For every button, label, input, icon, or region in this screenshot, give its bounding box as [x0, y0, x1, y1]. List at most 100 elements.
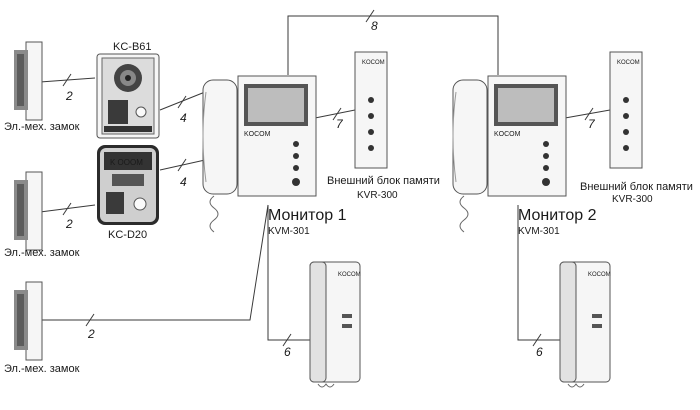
wire-numbers: 2 2 2 4 4 7 7 8 6 6	[65, 19, 596, 359]
wire-lock3-monitor	[40, 204, 269, 321]
handset-receiver	[559, 261, 577, 383]
memory-2-title: Внешний блок памяти	[580, 181, 693, 193]
handset-receiver	[309, 261, 327, 383]
wire-tick	[62, 73, 72, 87]
wire-number-lock3: 2	[87, 327, 95, 341]
panel-base	[104, 126, 152, 132]
handset-brand: KOCOM	[588, 272, 611, 278]
wire-tick	[584, 107, 594, 121]
wire-number-panelbottom: 4	[180, 175, 187, 189]
lock-2	[14, 171, 43, 251]
wire-tick	[282, 333, 292, 347]
button-icon	[368, 97, 374, 103]
handset-brand: KOCOM	[338, 272, 361, 278]
monitor-1-name: Монитор 1	[268, 207, 347, 224]
button-icon	[368, 129, 374, 135]
monitor-brand: KOCOM	[244, 131, 271, 138]
lock-plate	[25, 171, 43, 251]
cord-icon	[317, 383, 335, 388]
wire-tick	[62, 202, 72, 216]
monitor-2: KOCOM	[452, 75, 567, 233]
memory-1-model: KVR-300	[357, 190, 398, 201]
wire-number-paneltop: 4	[180, 111, 187, 125]
lock-plate	[25, 41, 43, 121]
lock-3	[14, 281, 43, 361]
wire-number-handset2: 6	[536, 345, 543, 359]
memory-unit-2: KOCOM	[609, 51, 643, 169]
cord-icon	[459, 195, 469, 233]
memory-brand: KOCOM	[362, 60, 385, 66]
monitor-1-model: KVM-301	[268, 226, 310, 237]
call-button	[135, 106, 147, 118]
button-icon	[543, 153, 549, 159]
lock-plate	[25, 281, 43, 361]
camera-strip	[104, 152, 152, 170]
wire-tick	[177, 95, 187, 109]
monitor-1: KOCOM	[202, 75, 317, 233]
button-icon	[293, 153, 299, 159]
wires	[39, 9, 611, 347]
lock-bolt	[17, 294, 24, 346]
lock-label: Эл.-мех. замок	[4, 363, 80, 375]
button-icon	[623, 145, 629, 151]
monitor-screen-inner	[498, 88, 554, 122]
handset-2: KOCOM	[559, 261, 611, 388]
lock-1	[14, 41, 43, 121]
cord-icon	[567, 383, 585, 388]
lock-bolt	[17, 184, 24, 236]
wire-number-lock2: 2	[65, 217, 73, 231]
wire-monitor1-handset	[267, 205, 310, 341]
button-icon	[368, 113, 374, 119]
panel-bottom-model: KC-D20	[108, 229, 147, 241]
wire-monitor2-memory	[564, 109, 611, 119]
wire-monitor1-memory	[314, 109, 356, 119]
button-icon	[342, 314, 352, 318]
wire-number-lock1: 2	[65, 89, 73, 103]
wire-tick	[85, 313, 95, 327]
lock-label: Эл.-мех. замок	[4, 247, 80, 259]
handset-edge	[452, 91, 457, 183]
panel-top-model: KC-B61	[113, 41, 152, 53]
handset-edge	[202, 91, 207, 183]
wire-monitor2-handset	[517, 205, 560, 341]
speaker-icon	[106, 192, 124, 214]
button-icon	[293, 165, 299, 171]
cord-icon	[209, 195, 219, 233]
button-icon	[368, 145, 374, 151]
monitor-2-model: KVM-301	[518, 226, 560, 237]
button-icon	[592, 324, 602, 328]
button-icon	[342, 324, 352, 328]
button-icon	[543, 165, 549, 171]
memory-brand: KOCOM	[617, 60, 640, 66]
speaker-grille-icon	[108, 100, 128, 124]
camera-lens-center	[125, 75, 131, 81]
handset-1: KOCOM	[309, 261, 361, 388]
memory-2-model: KVR-300	[612, 194, 653, 205]
monitor-screen-inner	[248, 88, 304, 122]
button-icon	[293, 141, 299, 147]
wire-interlink	[287, 15, 499, 75]
wire-tick	[365, 9, 375, 23]
wire-number-memory2: 7	[588, 117, 596, 131]
memory-unit-1: KOCOM	[354, 51, 388, 169]
call-button	[133, 197, 147, 211]
wire-number-interlink: 8	[371, 19, 378, 33]
lock-label: Эл.-мех. замок	[4, 121, 80, 133]
handset	[452, 79, 488, 195]
wire-number-memory1: 7	[336, 117, 344, 131]
handset	[202, 79, 238, 195]
memory-1-title: Внешний блок памяти	[327, 175, 440, 187]
button-icon	[543, 141, 549, 147]
door-panel-kc-b61	[96, 53, 160, 139]
button-icon	[623, 97, 629, 103]
wire-tick	[332, 107, 342, 121]
button-icon	[623, 129, 629, 135]
button-icon	[542, 178, 550, 186]
wire-tick	[177, 158, 187, 172]
door-panel-kc-d20: K OOOM	[97, 145, 159, 225]
wire-number-handset1: 6	[284, 345, 291, 359]
speaker-grille-icon	[112, 174, 144, 186]
button-icon	[292, 178, 300, 186]
button-icon	[623, 113, 629, 119]
